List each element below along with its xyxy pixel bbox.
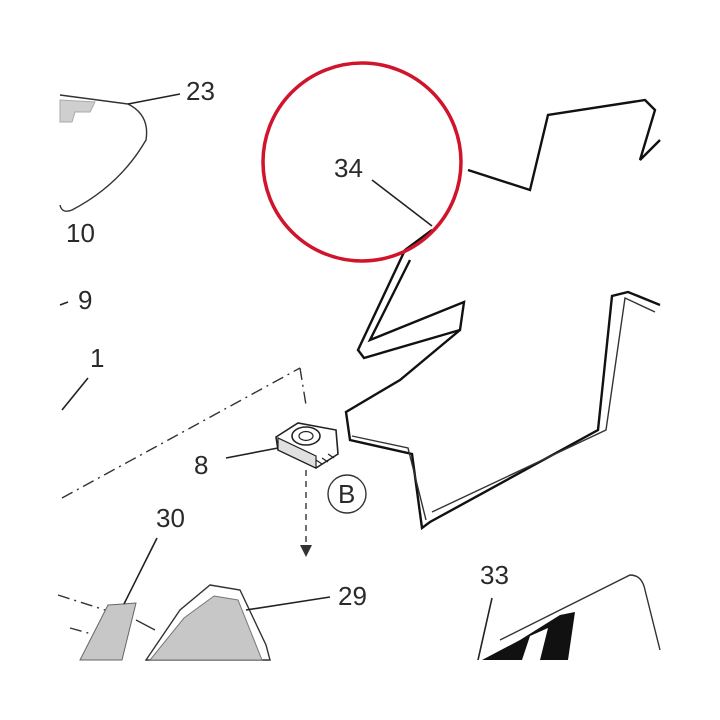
- callout-8: 8: [194, 450, 208, 480]
- callout-10: 10: [66, 218, 95, 248]
- callout-9: 9: [78, 285, 92, 315]
- part-33-sticker: [477, 574, 661, 661]
- leader-9: [59, 301, 69, 306]
- part-34-outline: [344, 98, 661, 531]
- callout-1: 1: [90, 343, 104, 373]
- callout-29: 29: [338, 581, 367, 611]
- detail-b-marker: [327, 474, 367, 514]
- callout-23: 23: [186, 76, 215, 106]
- callout-33: 33: [480, 560, 509, 590]
- callout-34: 34: [334, 153, 363, 183]
- highlight-circle: [261, 61, 463, 263]
- callout-30: 30: [156, 503, 185, 533]
- part-23-sticker: [59, 93, 181, 212]
- part-30-sticker: [79, 537, 158, 661]
- callout-b: B: [338, 479, 355, 509]
- part-29-sticker: [144, 584, 331, 661]
- assembly-lines: [57, 367, 312, 636]
- leader-1: [61, 377, 89, 411]
- part-8-clip: [225, 422, 339, 469]
